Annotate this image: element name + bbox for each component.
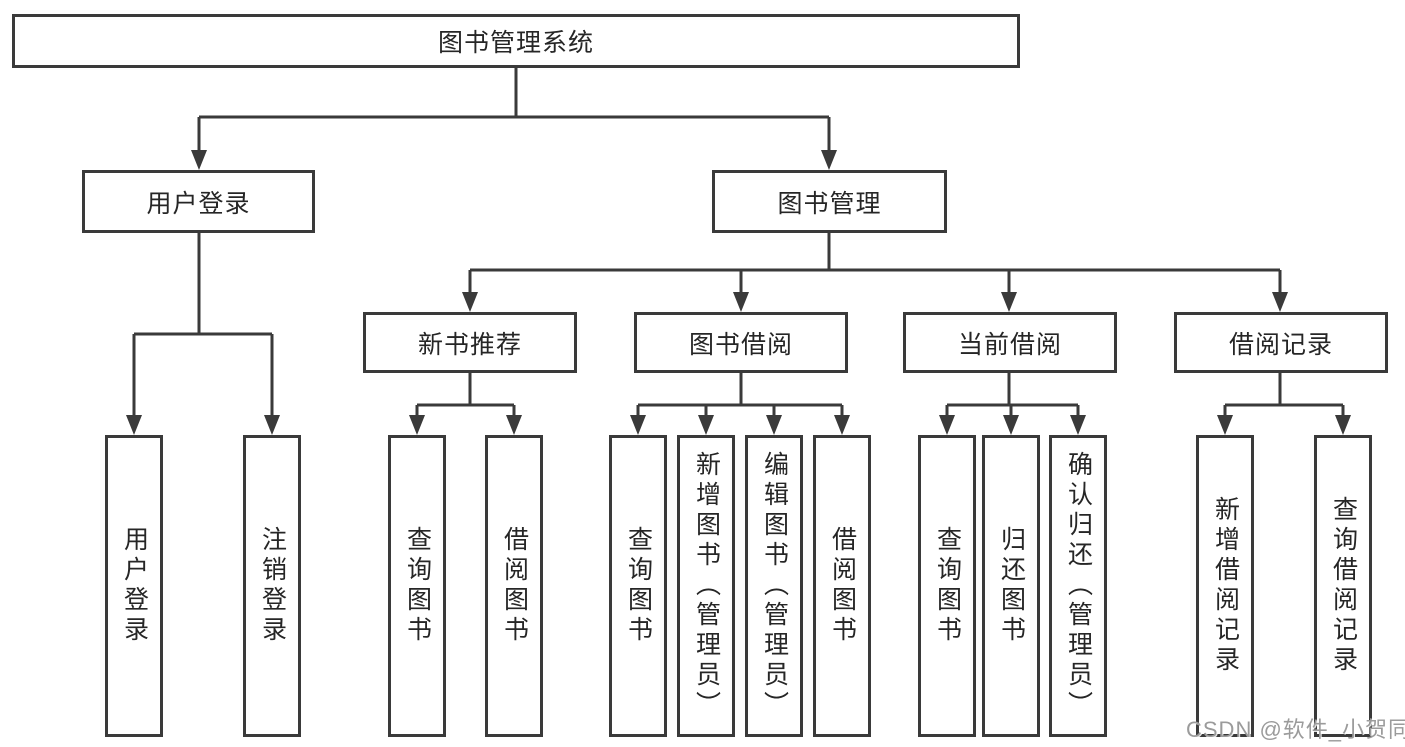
leaf-label: 注销登录 xyxy=(258,526,287,646)
leaf-label: 借阅图书 xyxy=(500,526,529,646)
leaf-query-books-recommend: 查询图书 xyxy=(388,435,446,737)
node-borrowing-records: 借阅记录 xyxy=(1174,312,1388,373)
leaf-label: 借阅图书 xyxy=(828,526,857,646)
node-current-borrowing: 当前借阅 xyxy=(903,312,1117,373)
leaf-label: 查询图书 xyxy=(624,526,653,646)
csdn-watermark: CSDN @软件_小贺同学 xyxy=(1186,717,1405,742)
leaf-return-books: 归还图书 xyxy=(982,435,1040,737)
leaf-label: 确认归还（管理员） xyxy=(1064,451,1093,721)
leaf-label: 编辑图书（管理员） xyxy=(760,451,789,721)
leaf-label: 新增借阅记录 xyxy=(1211,496,1240,676)
leaf-add-book-admin: 新增图书（管理员） xyxy=(677,435,735,737)
node-book-management: 图书管理 xyxy=(712,170,947,233)
leaf-user-login: 用户登录 xyxy=(105,435,163,737)
leaf-label: 查询图书 xyxy=(403,526,432,646)
leaf-label: 查询借阅记录 xyxy=(1329,496,1358,676)
leaf-label: 归还图书 xyxy=(997,526,1026,646)
leaf-edit-book-admin: 编辑图书（管理员） xyxy=(745,435,803,737)
leaf-add-borrow-record: 新增借阅记录 xyxy=(1196,435,1254,737)
node-root: 图书管理系统 xyxy=(12,14,1020,68)
node-book-borrowing: 图书借阅 xyxy=(634,312,848,373)
node-user-login: 用户登录 xyxy=(82,170,315,233)
leaf-borrow-books-recommend: 借阅图书 xyxy=(485,435,543,737)
node-new-book-recommend: 新书推荐 xyxy=(363,312,577,373)
leaf-label: 用户登录 xyxy=(120,526,149,646)
leaf-confirm-return-admin: 确认归还（管理员） xyxy=(1049,435,1107,737)
leaf-query-books-borrowing: 查询图书 xyxy=(609,435,667,737)
leaf-label: 查询图书 xyxy=(933,526,962,646)
leaf-query-borrow-record: 查询借阅记录 xyxy=(1314,435,1372,737)
leaf-label: 新增图书（管理员） xyxy=(692,451,721,721)
leaf-query-books-current: 查询图书 xyxy=(918,435,976,737)
leaf-borrow-books: 借阅图书 xyxy=(813,435,871,737)
leaf-logout: 注销登录 xyxy=(243,435,301,737)
